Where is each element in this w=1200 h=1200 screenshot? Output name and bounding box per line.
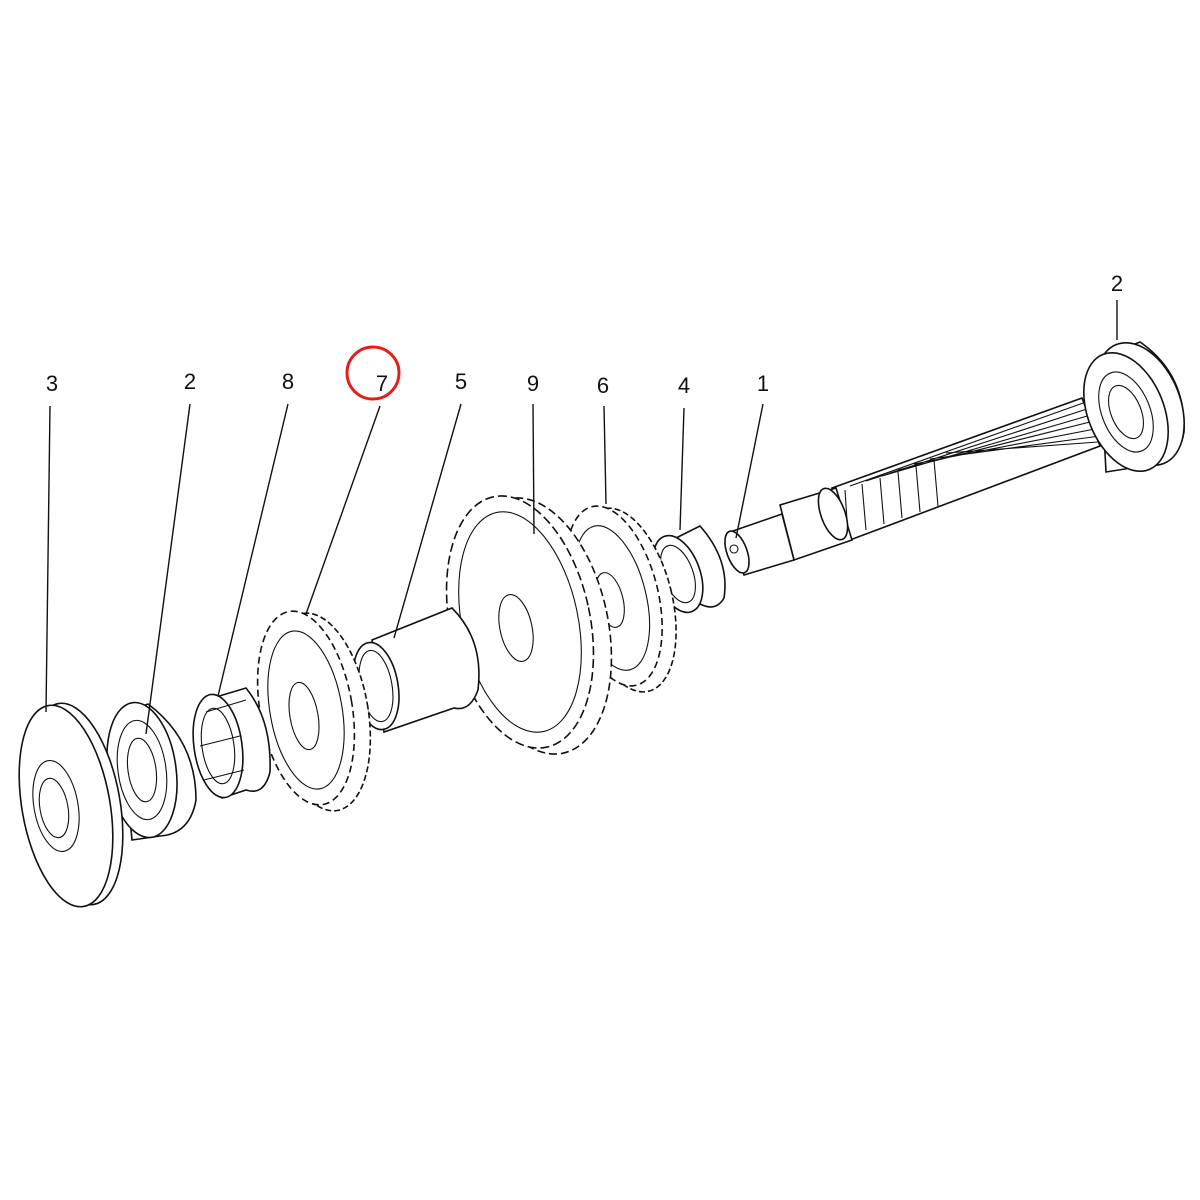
callout-2: 2 xyxy=(184,369,196,394)
splined-hub-part xyxy=(192,687,271,800)
leader-4 xyxy=(679,407,685,531)
leader-6 xyxy=(603,405,607,505)
bearing-left xyxy=(106,701,197,841)
leader-2a xyxy=(145,403,191,735)
highlight-circle xyxy=(345,345,401,401)
callout-5: 5 xyxy=(455,369,467,394)
spacer-sleeve-part xyxy=(352,607,480,734)
leader-1 xyxy=(735,403,764,539)
callout-4: 4 xyxy=(678,373,690,398)
callout-7: 7 xyxy=(376,371,388,396)
spacer-ring-part xyxy=(652,525,726,614)
leader-3 xyxy=(45,405,51,713)
callout-6: 6 xyxy=(597,373,609,398)
callout-2-right: 2 xyxy=(1111,271,1123,296)
gear-9 xyxy=(445,495,613,755)
callout-9: 9 xyxy=(527,371,539,396)
end-cap-part xyxy=(18,702,124,908)
shaft xyxy=(724,396,1102,576)
leader-9 xyxy=(532,403,535,535)
bearing-right xyxy=(1083,341,1185,473)
callout-labels: 3 2 8 7 5 9 6 4 1 2 xyxy=(46,271,1123,398)
callout-8: 8 xyxy=(282,369,294,394)
callout-1: 1 xyxy=(757,371,769,396)
leader-lines xyxy=(45,300,1118,735)
callout-3: 3 xyxy=(46,371,58,396)
leader-5 xyxy=(393,403,462,639)
leader-8 xyxy=(217,403,289,697)
leader-7 xyxy=(305,405,381,615)
gear-7 xyxy=(256,610,372,812)
